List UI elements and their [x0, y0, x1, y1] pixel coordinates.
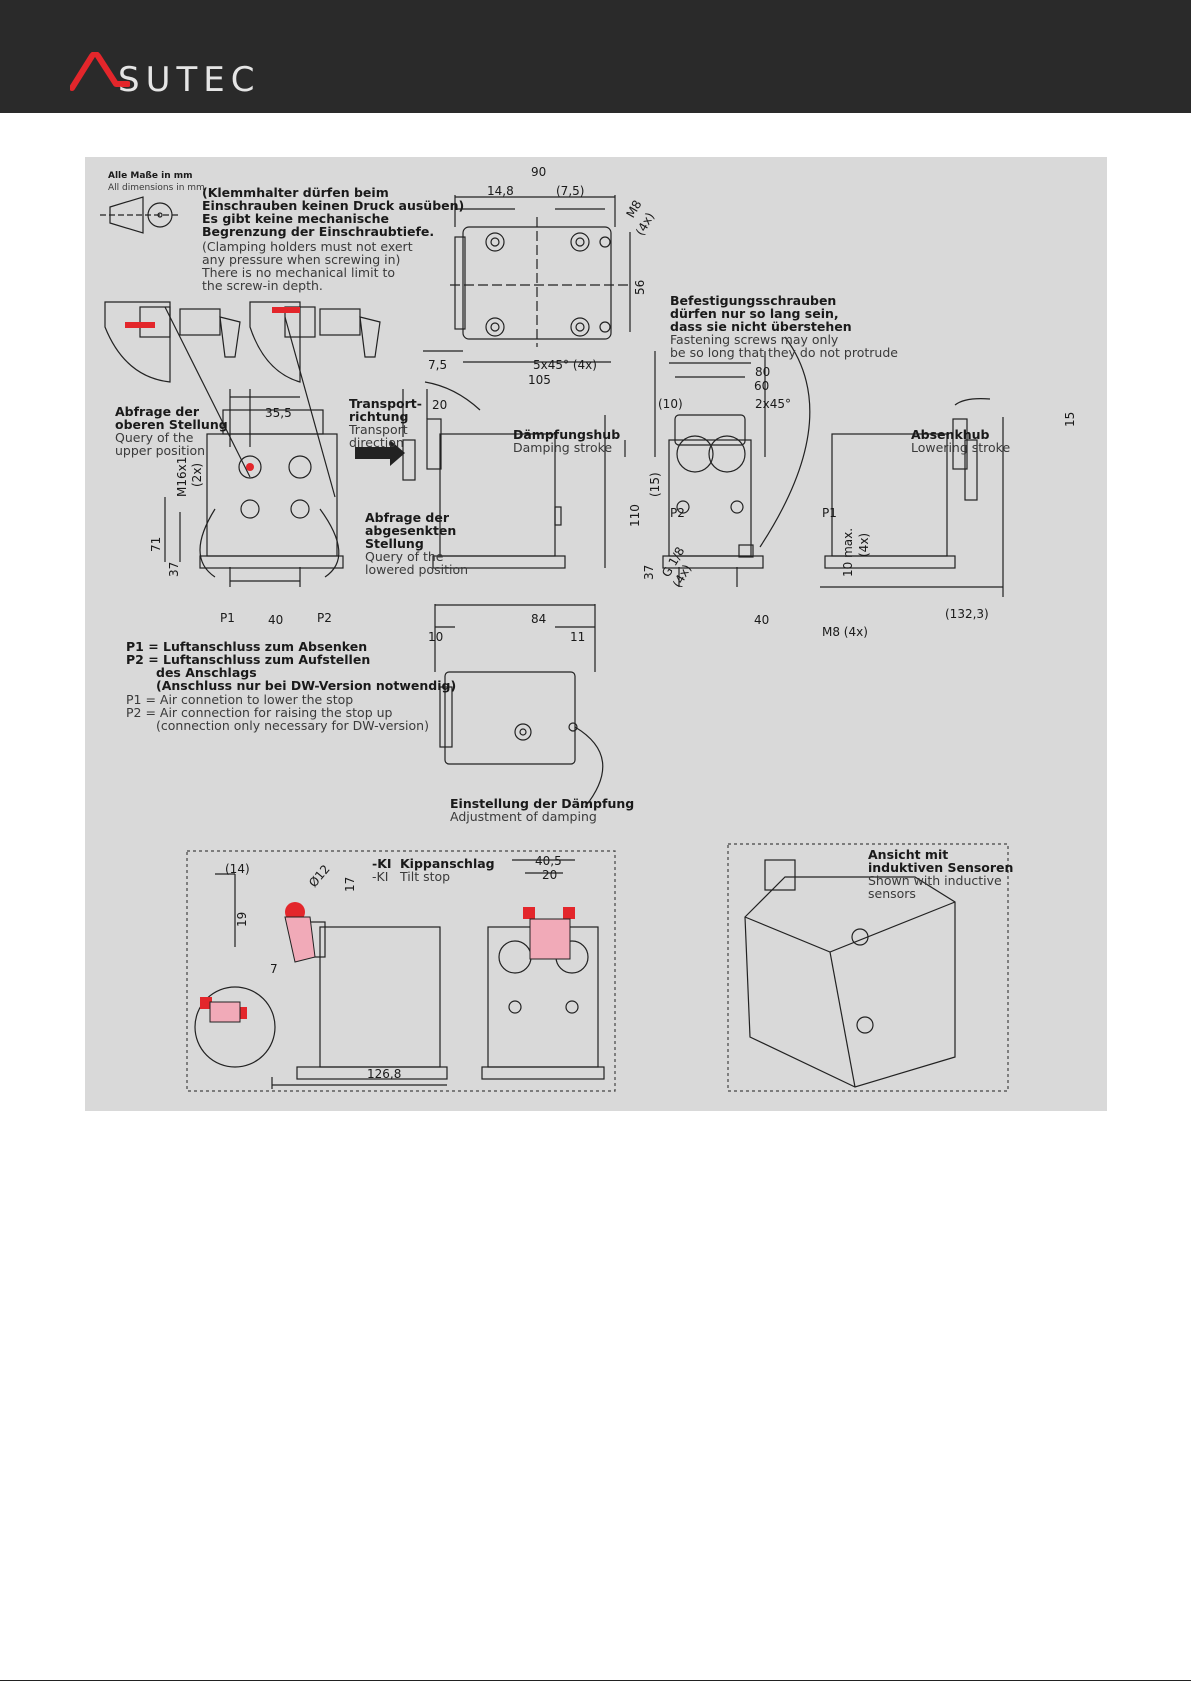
dim-14-8: 14,8 [487, 184, 514, 198]
logo-a-mark [70, 52, 130, 91]
air-de4: (Anschluss nur bei DW-Version notwendig) [156, 678, 457, 693]
clamp-note-en4: the screw-in depth. [202, 278, 323, 293]
logo-text: SUTEC [118, 60, 261, 100]
dim-4x-c: (4x) [857, 532, 871, 557]
fastening-de1: Befestigungsschrauben [670, 293, 837, 308]
clamp-note-de1: (Klemmhalter dürfen beim [202, 185, 389, 200]
dim-m8b: M8 (4x) [822, 625, 868, 639]
dim-105: 105 [528, 373, 551, 387]
dim-7-5b: 7,5 [428, 358, 448, 372]
air-en3: (connection only necessary for DW-versio… [156, 718, 429, 733]
page-header: SUTEC [0, 0, 1191, 113]
upper-query-en1: Query of the [115, 430, 194, 445]
dim-19: 19 [235, 911, 249, 927]
all-dims-de: Alle Maße in mm [108, 171, 193, 181]
fastening-en1: Fastening screws may only [670, 332, 839, 347]
dim-40-5: 40,5 [535, 854, 562, 868]
clamp-note-de2: Einschrauben keinen Druck ausüben) [202, 198, 465, 213]
upper-query-en2: upper position [115, 443, 206, 458]
dim-17: 17 [343, 876, 357, 892]
clamp-note-de3: Es gibt keine mechanische [202, 211, 389, 226]
dim-90: 90 [531, 165, 547, 179]
transport-de2: richtung [349, 409, 409, 424]
clamp-note-en3: There is no mechanical limit to [202, 265, 395, 280]
dim-2x: (2x) [190, 462, 204, 487]
lowered-query-en1: Query of the [365, 549, 444, 564]
dim-35-5: 35,5 [265, 406, 292, 420]
tilt-de: Kippanschlag [400, 856, 495, 871]
dim-40a: 40 [268, 613, 284, 627]
transport-en2: direction [349, 435, 404, 450]
clamp-note-en2: any pressure when screwing in) [202, 252, 401, 267]
air-de2: P2 = Luftanschluss zum Aufstellen [126, 652, 371, 667]
tilt-en: Tilt stop [400, 869, 451, 884]
dim-80: 80 [755, 365, 771, 379]
dim-p1b: P1 [822, 506, 837, 520]
lowering-stroke-en: Lowering stroke [911, 440, 1011, 455]
dim-2x45: 2x45° [755, 397, 792, 411]
asutec-logo: SUTEC [70, 52, 254, 100]
dim-p2b: P2 [670, 506, 685, 520]
drawing-lines [100, 195, 1009, 1092]
dim-110: 110 [628, 504, 642, 527]
tilt-code-de: -KI [372, 856, 392, 871]
dim-p1a: P1 [220, 611, 235, 625]
sensors-en2: sensors [868, 886, 916, 901]
technical-drawing-panel: Alle Maße in mm All dimensions in mm (Kl… [85, 157, 1107, 1111]
dim-20: 20 [432, 398, 448, 412]
air-en1: P1 = Air connetion to lower the stop [126, 692, 354, 707]
dim-m16: M16x1 [175, 456, 189, 497]
clamp-note-de4: Begrenzung der Einschraubtiefe. [202, 224, 435, 239]
dim-132: (132,3) [945, 607, 989, 621]
dim-10max: 10 max. [841, 527, 855, 577]
dim-14p: (14) [225, 862, 250, 876]
dim-15: 15 [1063, 411, 1077, 427]
dim-126-8: 126,8 [367, 1067, 402, 1081]
fastening-de2: dürfen nur so lang sein, [670, 306, 839, 321]
transport-de1: Transport- [349, 396, 422, 411]
dim-chamfer: 5x45° (4x) [533, 358, 597, 372]
all-dims-en: All dimensions in mm [108, 183, 205, 193]
dim-20b: 20 [542, 868, 558, 882]
damping-stroke-en: Damping stroke [513, 440, 613, 455]
damping-adjust-de: Einstellung der Dämpfung [450, 796, 635, 811]
fastening-en2: be so long that they do not protrude [670, 345, 898, 360]
lowering-stroke-de: Absenkhub [911, 427, 990, 442]
sensors-de2: induktiven Sensoren [868, 860, 1014, 875]
dim-11: 11 [570, 630, 586, 644]
dim-15p: (15) [648, 472, 662, 497]
air-de1: P1 = Luftanschluss zum Absenken [126, 639, 368, 654]
dim-60: 60 [754, 379, 770, 393]
air-de3: des Anschlags [156, 665, 257, 680]
upper-query-de1: Abfrage der [115, 404, 200, 419]
dim-37b: 37 [642, 564, 656, 580]
lowered-query-de1: Abfrage der [365, 510, 450, 525]
dim-7-5a: (7,5) [556, 184, 585, 198]
lowered-query-en2: lowered position [365, 562, 469, 577]
lowered-query-de2: abgesenkten [365, 523, 457, 538]
dim-40b: 40 [754, 613, 770, 627]
dim-7: 7 [270, 962, 278, 976]
damping-adjust-en: Adjustment of damping [450, 809, 597, 824]
dim-37a: 37 [167, 561, 181, 577]
dim-10: 10 [428, 630, 444, 644]
sensors-en1: Shown with inductive [868, 873, 1002, 888]
tilt-code-en: -KI [372, 869, 389, 884]
upper-query-de2: oberen Stellung [115, 417, 228, 432]
sensors-de1: Ansicht mit [868, 847, 949, 862]
dim-56: 56 [633, 279, 647, 295]
footer-line [0, 1680, 1191, 1681]
transport-en1: Transport [349, 422, 408, 437]
fastening-de3: dass sie nicht überstehen [670, 319, 852, 334]
clamp-note-en1: (Clamping holders must not exert [202, 239, 413, 254]
dim-84: 84 [531, 612, 547, 626]
dim-71: 71 [149, 536, 163, 552]
dim-p2a: P2 [317, 611, 332, 625]
damping-stroke-de: Dämpfungshub [513, 427, 621, 442]
air-en2: P2 = Air connection for raising the stop… [126, 705, 393, 720]
dim-10p: (10) [658, 397, 683, 411]
lowered-query-de3: Stellung [365, 536, 424, 551]
